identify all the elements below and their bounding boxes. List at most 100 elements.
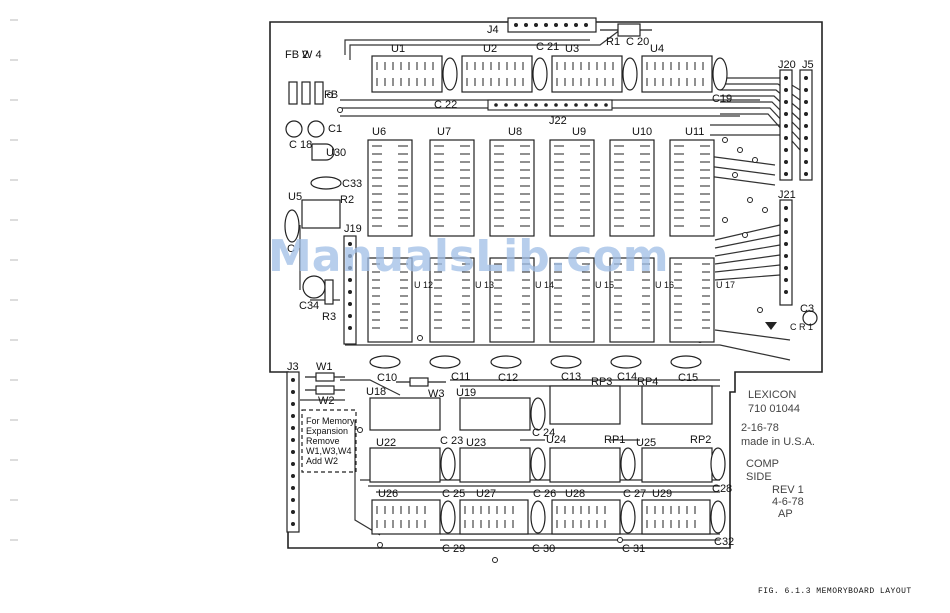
label-r3: R3 <box>322 311 336 323</box>
board-side-line-2: SIDE <box>746 471 772 483</box>
caps-row-c10-c15 <box>369 355 702 369</box>
expansion-note-line-3: Remove <box>306 436 340 446</box>
label-c32: C32 <box>714 536 734 548</box>
expansion-note-line-5: Add W2 <box>306 456 338 466</box>
board-outline <box>269 21 823 549</box>
connector-j21 <box>779 199 793 306</box>
label-c19: C19 <box>712 93 732 105</box>
label-u12: U 12 <box>414 280 433 290</box>
expansion-note-line-4: W1,W3,W4 <box>306 446 352 456</box>
label-c11: C11 <box>451 371 470 383</box>
label-j22: J22 <box>549 115 567 127</box>
label-c22: C 22 <box>434 99 457 111</box>
label-j19: J19 <box>344 223 362 235</box>
connector-j5 <box>799 69 813 181</box>
label-u26: U26 <box>378 488 398 500</box>
label-cr1: C R 1 <box>790 322 813 332</box>
jumpers-w1-w2 <box>305 372 345 395</box>
label-rp4: RP4 <box>637 376 658 388</box>
label-u10: U10 <box>632 126 652 138</box>
figure-caption: FIG. 6.1.3 MEMORYBOARD LAYOUT <box>758 587 912 596</box>
label-c31: C 31 <box>622 543 645 555</box>
ferrite-bead-group <box>288 81 324 105</box>
label-c33: C33 <box>342 178 362 190</box>
label-j3: J3 <box>287 361 299 373</box>
label-c29: C 29 <box>442 543 465 555</box>
label-u28: U28 <box>565 488 585 500</box>
label-j21: J21 <box>778 189 796 201</box>
label-fb: FB <box>324 89 338 101</box>
cap-left <box>284 209 300 243</box>
label-u5: U5 <box>288 191 302 203</box>
label-u9: U9 <box>572 126 586 138</box>
label-u14: U 14 <box>535 280 554 290</box>
label-c23: C 23 <box>440 435 463 447</box>
expansion-note-box <box>301 409 357 473</box>
label-c30: C 30 <box>532 543 555 555</box>
expansion-note-line-2: Expansion <box>306 426 348 436</box>
label-u15: U 15 <box>595 280 614 290</box>
chip-pins-mid-upper <box>372 145 710 227</box>
label-j5: J5 <box>802 59 814 71</box>
label-c15: C15 <box>678 372 698 384</box>
connector-j22 <box>487 99 613 111</box>
label-c20: C 20 <box>626 36 649 48</box>
diode-cr1-symbol <box>765 322 777 330</box>
label-u17: U 17 <box>716 280 735 290</box>
label-fb2: FB 2 <box>285 49 308 61</box>
label-rp2: RP2 <box>690 434 711 446</box>
label-c25: C 25 <box>442 488 465 500</box>
label-c18: C 18 <box>289 139 312 151</box>
page-margin-marks <box>10 19 18 541</box>
label-c26: C 26 <box>533 488 556 500</box>
label-u24: U24 <box>546 434 566 446</box>
board-part-number: 710 01044 <box>748 403 800 415</box>
label-j20: J20 <box>778 59 796 71</box>
chip-pins-mid-lower <box>372 263 710 329</box>
board-made-in: made in U.S.A. <box>741 436 815 448</box>
label-r1: R1 <box>606 36 620 48</box>
chip-row-top <box>371 55 713 93</box>
chip-row-bottom-2 <box>369 447 713 483</box>
board-side-line-1: COMP <box>746 458 779 470</box>
label-u18: U18 <box>366 386 386 398</box>
label-u11: U11 <box>685 126 704 138</box>
label-u30: U30 <box>326 147 346 159</box>
label-c-left: C <box>287 243 295 255</box>
regulator-u30 <box>311 143 335 161</box>
label-rp3: RP3 <box>591 376 612 388</box>
label-u6: U6 <box>372 126 386 138</box>
label-w4: W 4 <box>302 49 322 61</box>
resistor-r1 <box>600 23 652 37</box>
label-u8: U8 <box>508 126 522 138</box>
label-w2: W2 <box>318 395 335 407</box>
label-u4: U4 <box>650 43 664 55</box>
chip-u5 <box>301 199 341 229</box>
label-c1: C1 <box>328 123 342 135</box>
label-w1: W1 <box>316 361 333 373</box>
connector-j3 <box>286 371 300 533</box>
label-u25: U25 <box>636 437 656 449</box>
board-date: 2-16-78 <box>741 422 779 434</box>
label-c28: C28 <box>712 483 732 495</box>
label-r2: R2 <box>340 194 354 206</box>
jumper-w3 <box>396 377 446 387</box>
label-c21: C 21 <box>536 41 559 53</box>
chip-pins-bottom <box>376 506 696 528</box>
board-initials: AP <box>778 508 793 520</box>
label-u29: U29 <box>652 488 672 500</box>
label-c27: C 27 <box>623 488 646 500</box>
label-u22: U22 <box>376 437 396 449</box>
label-c24: C 24 <box>532 427 555 439</box>
label-c3: C3 <box>800 303 814 315</box>
caps-top <box>442 57 728 91</box>
board-rev-date: 4-6-78 <box>772 496 804 508</box>
cap-c3 <box>802 310 818 326</box>
board-rev: REV 1 <box>772 484 804 496</box>
label-u27: U27 <box>476 488 496 500</box>
chip-pins-top <box>376 62 704 86</box>
chip-row-bottom-3 <box>371 499 711 535</box>
label-u23: U23 <box>466 437 486 449</box>
caps-c18-c1 <box>285 120 325 138</box>
watermark-text: ManualsLib.com <box>268 231 669 282</box>
